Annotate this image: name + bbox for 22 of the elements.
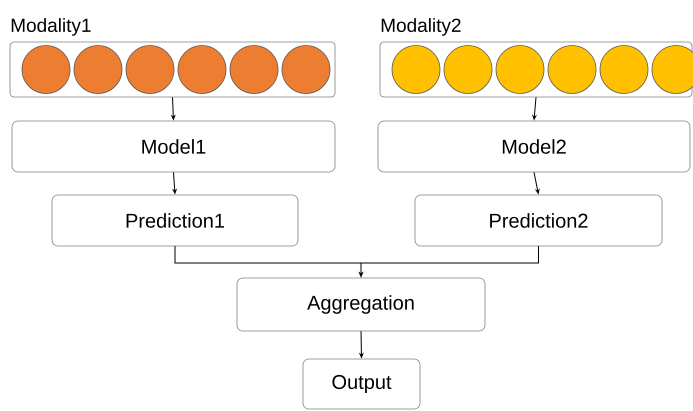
group-box: Modality2	[380, 18, 692, 98]
circle	[548, 45, 596, 94]
process-box: Model2	[378, 120, 690, 172]
circle	[230, 45, 278, 94]
circle	[126, 45, 174, 94]
node-label: Modality2	[382, 18, 461, 36]
circle	[496, 45, 544, 94]
circle	[392, 45, 440, 94]
group-box: Modality1	[10, 18, 336, 98]
process-box: Prediction1	[52, 194, 298, 246]
circle	[178, 45, 226, 94]
circle	[22, 45, 70, 94]
process-box: Model1	[12, 120, 336, 172]
circle	[74, 45, 122, 94]
process-box: Prediction2	[414, 194, 662, 246]
process-box: Aggregation	[236, 278, 486, 332]
process-box: Output	[302, 358, 420, 410]
circle	[282, 45, 330, 94]
circle	[600, 45, 648, 94]
circle	[652, 45, 693, 94]
circle	[444, 45, 492, 94]
node-label: Modality1	[12, 18, 91, 36]
